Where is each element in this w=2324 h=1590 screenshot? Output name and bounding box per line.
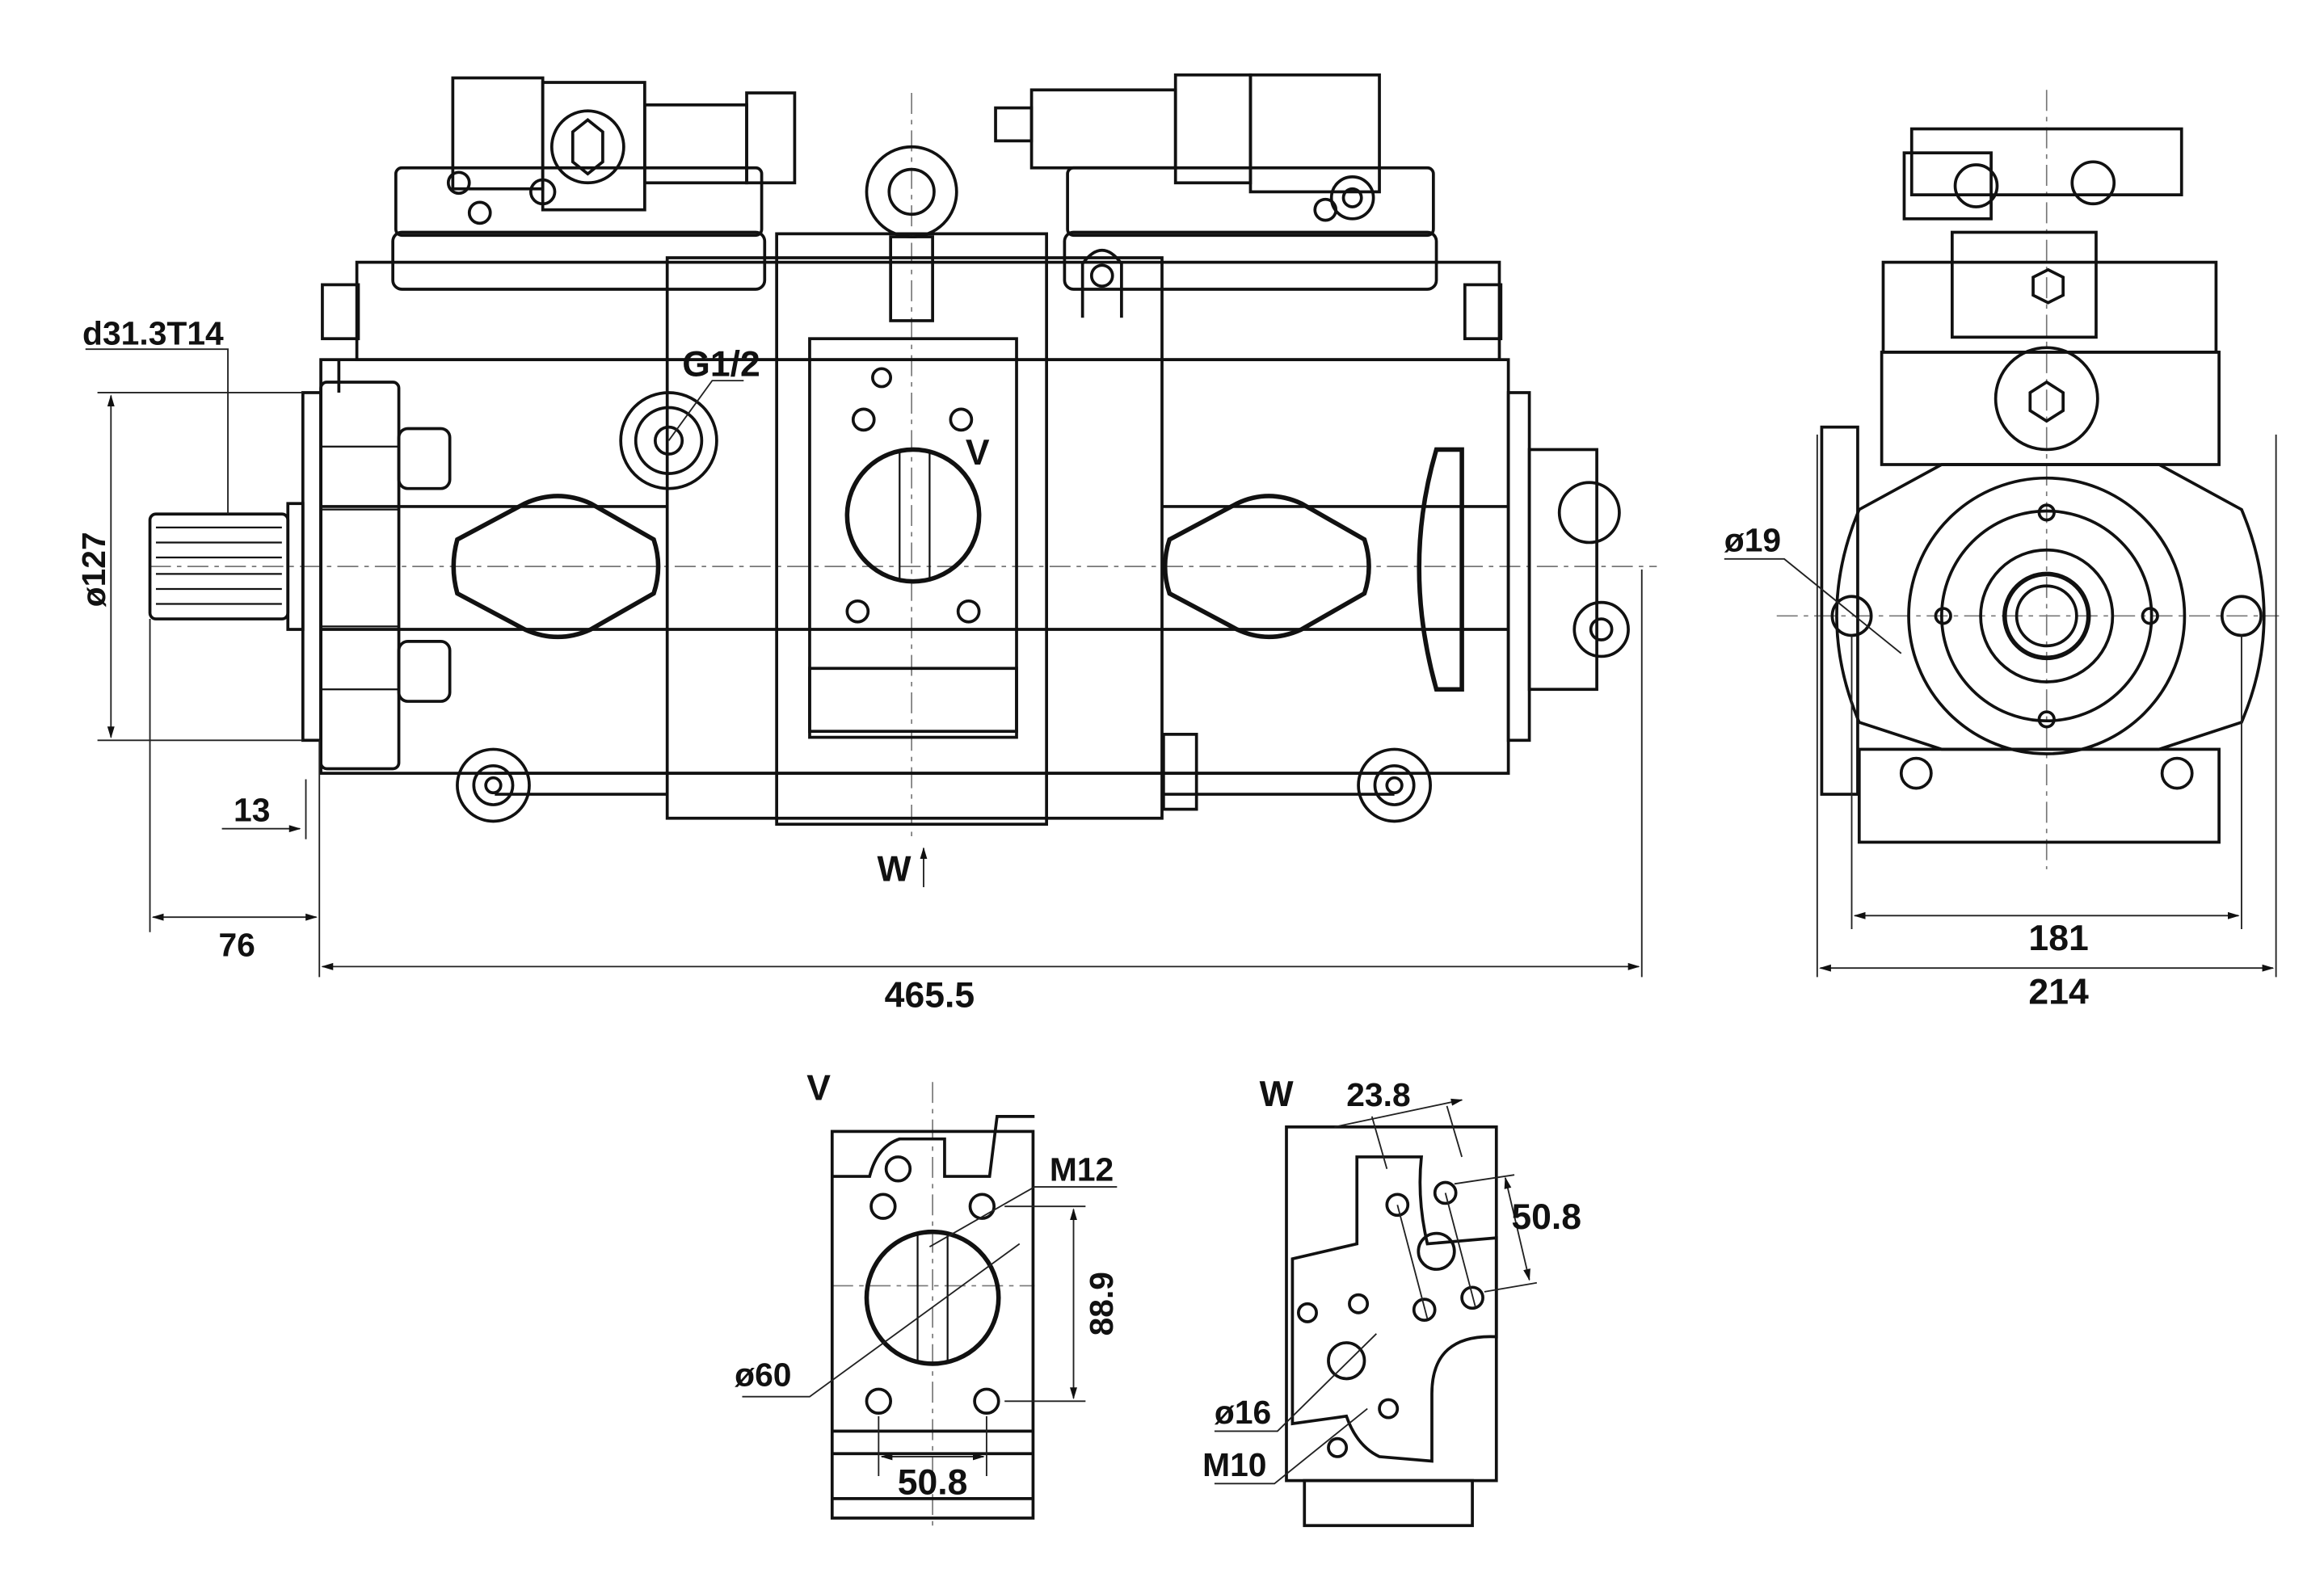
shaft-length-dimension: 76	[218, 926, 255, 963]
pilot-diameter-label: ø127	[75, 532, 112, 607]
mount-hole-label: ø19	[1724, 522, 1781, 559]
bolt-spacing-dimension: 181	[2028, 919, 2088, 958]
view-w-marker: W	[877, 850, 911, 890]
detail-view-v: V M12 ø60 88.9 50.8	[735, 1068, 1120, 1529]
gauge-port-label: G1/2	[682, 345, 760, 385]
overall-length-dimension: 465.5	[885, 975, 975, 1015]
pump-housing	[319, 145, 1630, 827]
right-foot-boss	[1357, 747, 1432, 823]
rear-regulator	[1417, 447, 1464, 692]
left-regulator	[391, 76, 797, 291]
detail-w-title: W	[1260, 1075, 1294, 1114]
detail-v-title: V	[806, 1068, 831, 1108]
flange-offset-dimension: 13	[234, 791, 270, 828]
detail-v-horizontal-dimension: 50.8	[898, 1462, 968, 1502]
detail-v-port-diameter-label: ø60	[735, 1357, 791, 1394]
left-foot-boss	[456, 747, 531, 823]
detail-w-thread-label: M10	[1202, 1446, 1266, 1483]
detail-view-w: W 23.8 50.8 ø16 M10	[1202, 1075, 1581, 1528]
right-regulator	[994, 73, 1438, 291]
right-cover-plate	[1162, 494, 1371, 640]
g12-port-boss	[619, 391, 718, 490]
end-view: ø19 181 214	[1724, 90, 2280, 1012]
main-side-view: d31.3T14 ø127 G1/2 V W 13 76 465.5	[75, 73, 1657, 1015]
left-cover-plate	[451, 494, 661, 640]
detail-w-bolt-spacing-dimension: 50.8	[1511, 1197, 1581, 1237]
view-v-marker: V	[966, 433, 990, 473]
detail-w-slot-dimension: 23.8	[1346, 1076, 1410, 1113]
dimension-lines-main	[85, 348, 1643, 978]
detail-v-vertical-dimension: 88.9	[1083, 1272, 1120, 1336]
detail-v-thread-label: M12	[1050, 1151, 1114, 1188]
overall-width-dimension: 214	[2028, 973, 2089, 1012]
spline-label: d31.3T14	[82, 315, 224, 352]
mounting-flange	[301, 381, 452, 771]
detail-w-port-diameter-label: ø16	[1215, 1394, 1271, 1431]
